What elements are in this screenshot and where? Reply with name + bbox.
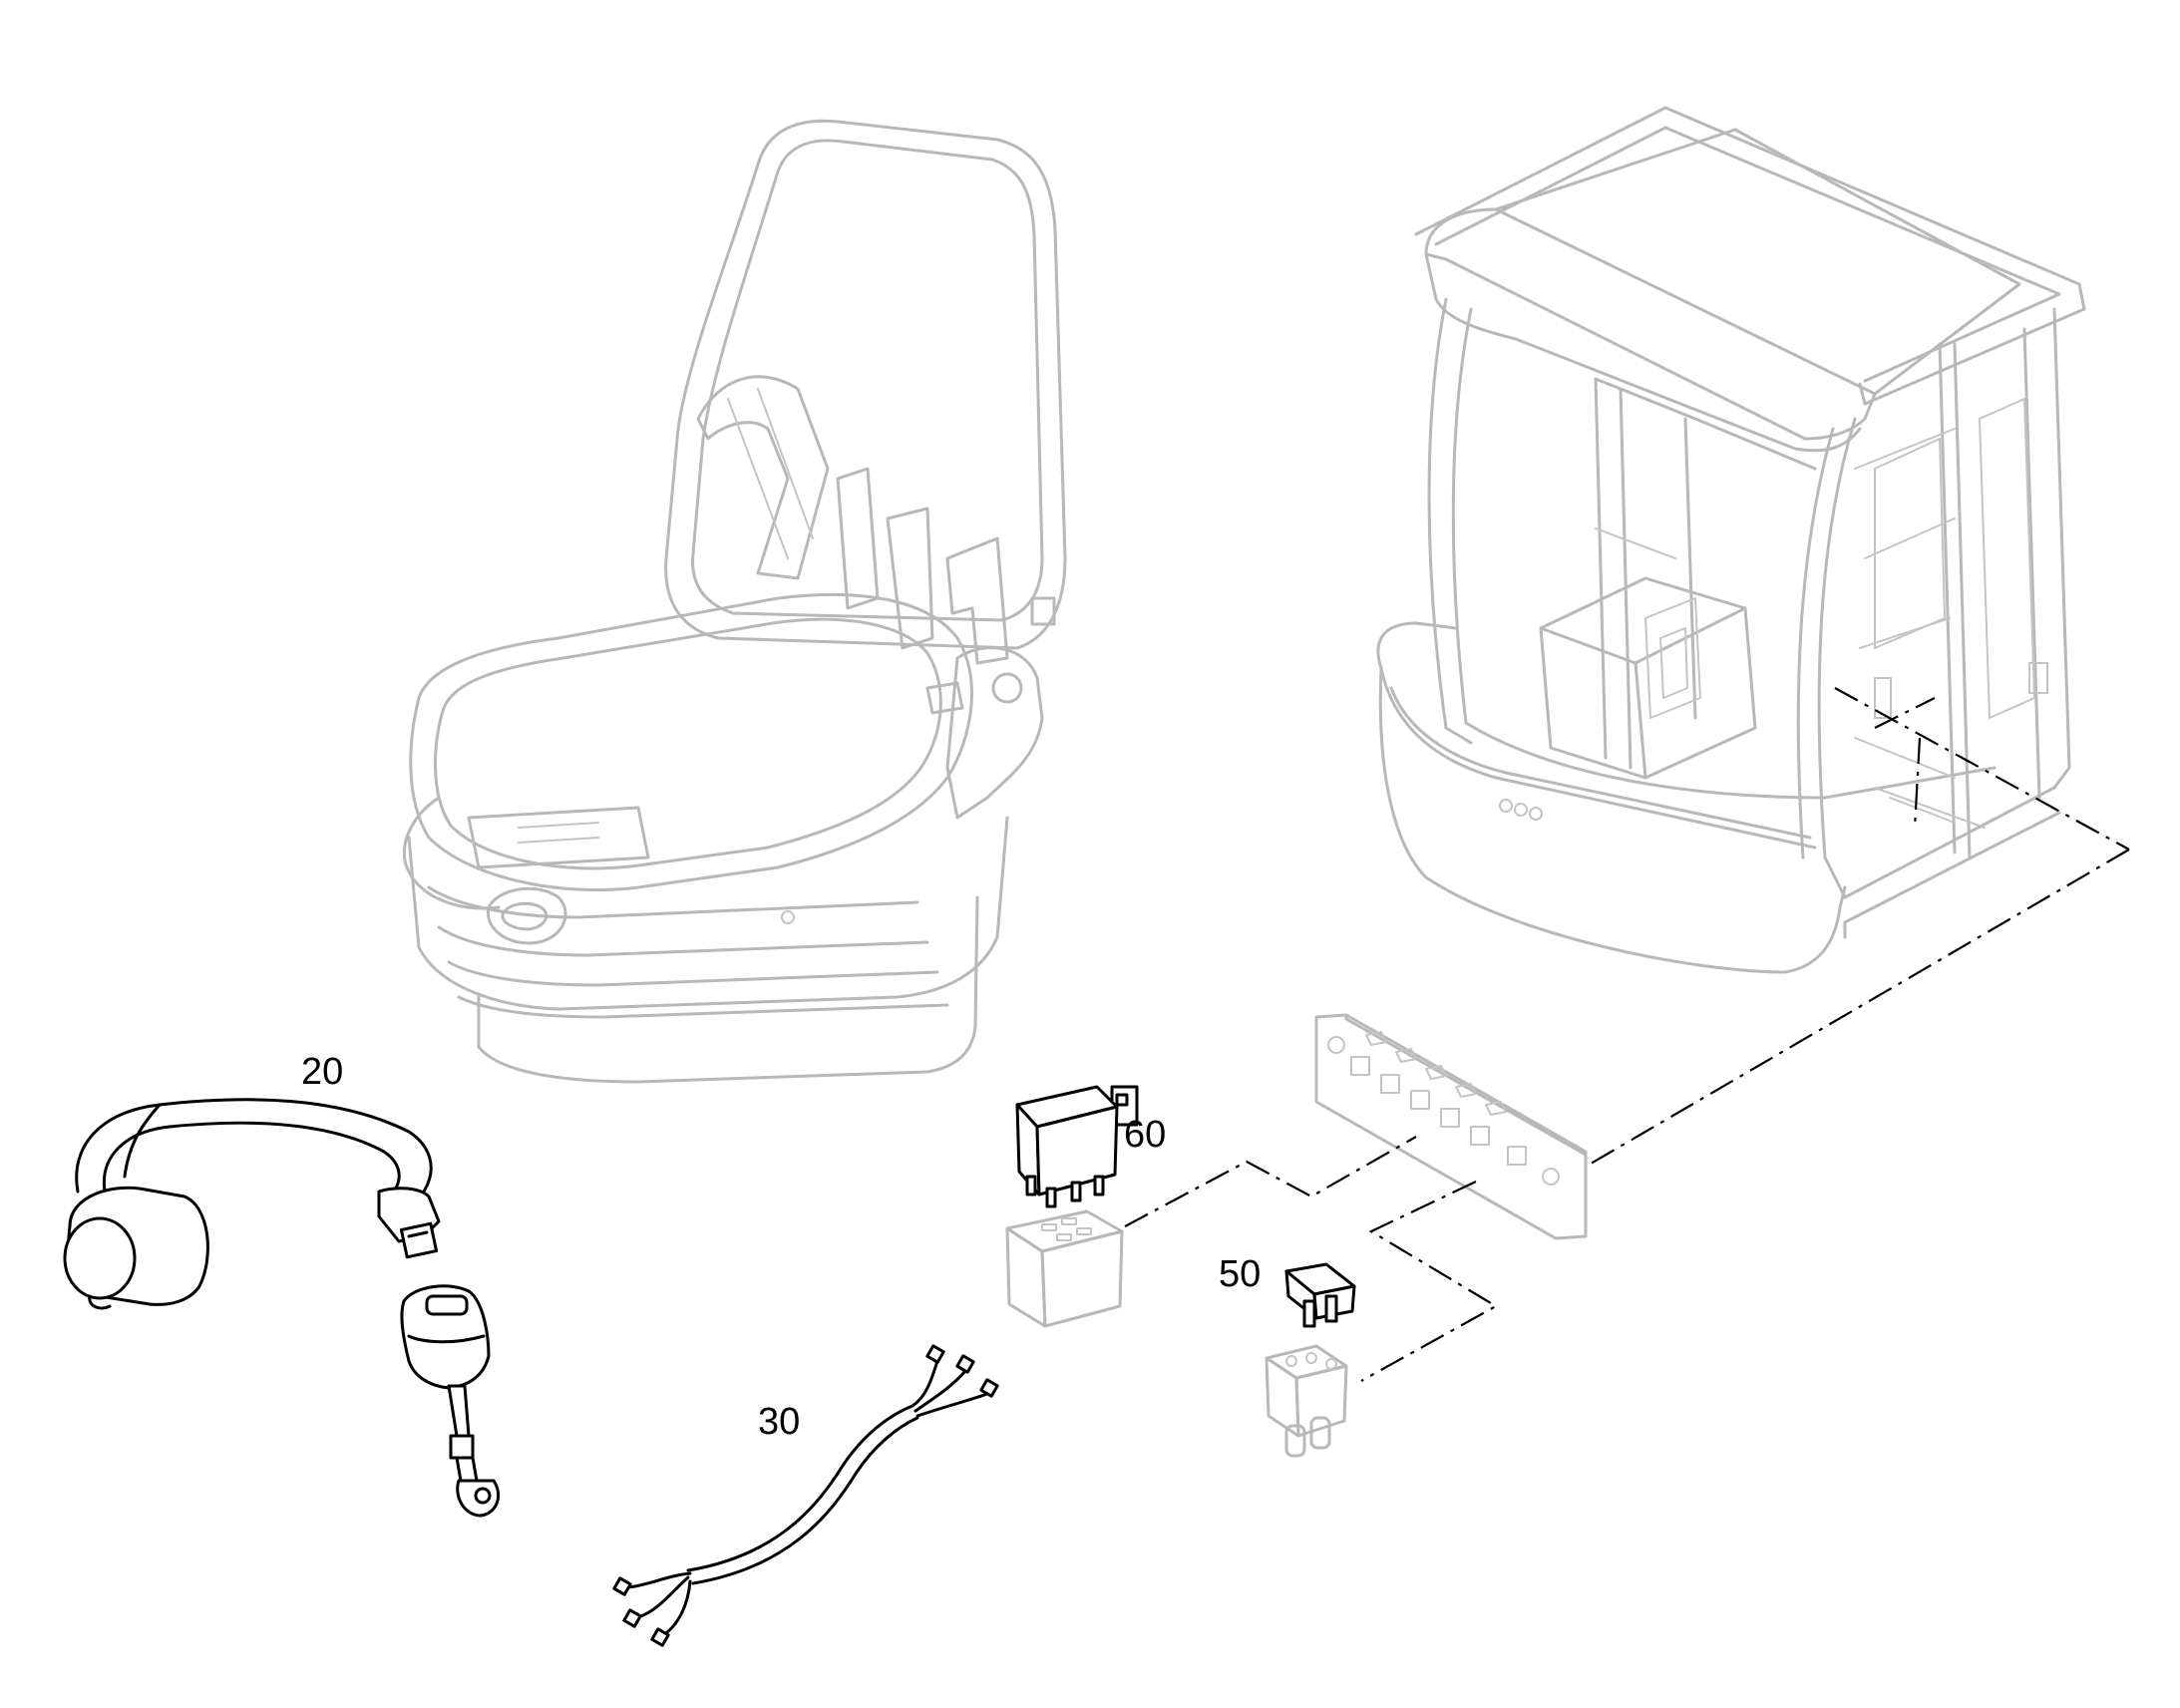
operator-cab-outline (1376, 106, 2086, 974)
callout-50: 50 (1219, 1253, 1261, 1295)
leader-lines (1124, 687, 2130, 1382)
callout-60: 60 (1124, 1114, 1166, 1156)
operator-seat-outline (402, 119, 1067, 1084)
relay-socket-part (1005, 1209, 1124, 1328)
wiring-harness-part (612, 1344, 999, 1647)
fuse-part (1284, 1262, 1356, 1328)
relay-part (1015, 1085, 1139, 1208)
fuse-relay-panel-part (1314, 1013, 1588, 1240)
callout-30: 30 (758, 1401, 800, 1443)
fuse-holder-part (1265, 1344, 1348, 1458)
callout-20: 20 (301, 1051, 343, 1093)
seat-belt-part (63, 1098, 500, 1518)
